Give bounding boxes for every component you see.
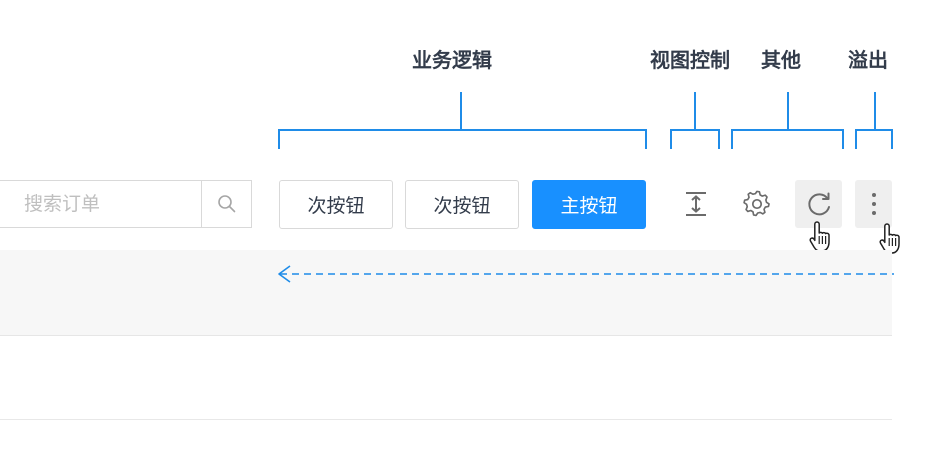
primary-button[interactable]: 主按钮	[532, 180, 646, 229]
secondary-button-1[interactable]: 次按钮	[279, 180, 393, 229]
label-business-logic: 业务逻辑	[412, 48, 492, 72]
more-button[interactable]	[855, 180, 892, 228]
hand-pointer-icon	[809, 221, 830, 252]
search-icon	[217, 195, 235, 213]
refresh-icon	[807, 192, 830, 216]
table-header	[0, 250, 892, 336]
hand-pointer-icon	[879, 223, 900, 254]
table-row	[0, 336, 892, 420]
arrow-left-icon	[278, 265, 894, 283]
label-view-control: 视图控制	[650, 48, 730, 72]
secondary-button-2[interactable]: 次按钮	[405, 180, 519, 229]
search-box	[0, 180, 252, 228]
refresh-button[interactable]	[795, 180, 842, 228]
gear-icon	[743, 190, 770, 217]
more-vertical-icon	[871, 193, 876, 215]
label-other: 其他	[761, 48, 801, 72]
settings-button[interactable]	[737, 180, 777, 228]
row-height-icon	[686, 192, 706, 216]
search-button[interactable]	[201, 181, 251, 227]
density-button[interactable]	[676, 180, 716, 228]
label-overflow: 溢出	[848, 48, 888, 72]
search-input[interactable]	[0, 181, 202, 227]
